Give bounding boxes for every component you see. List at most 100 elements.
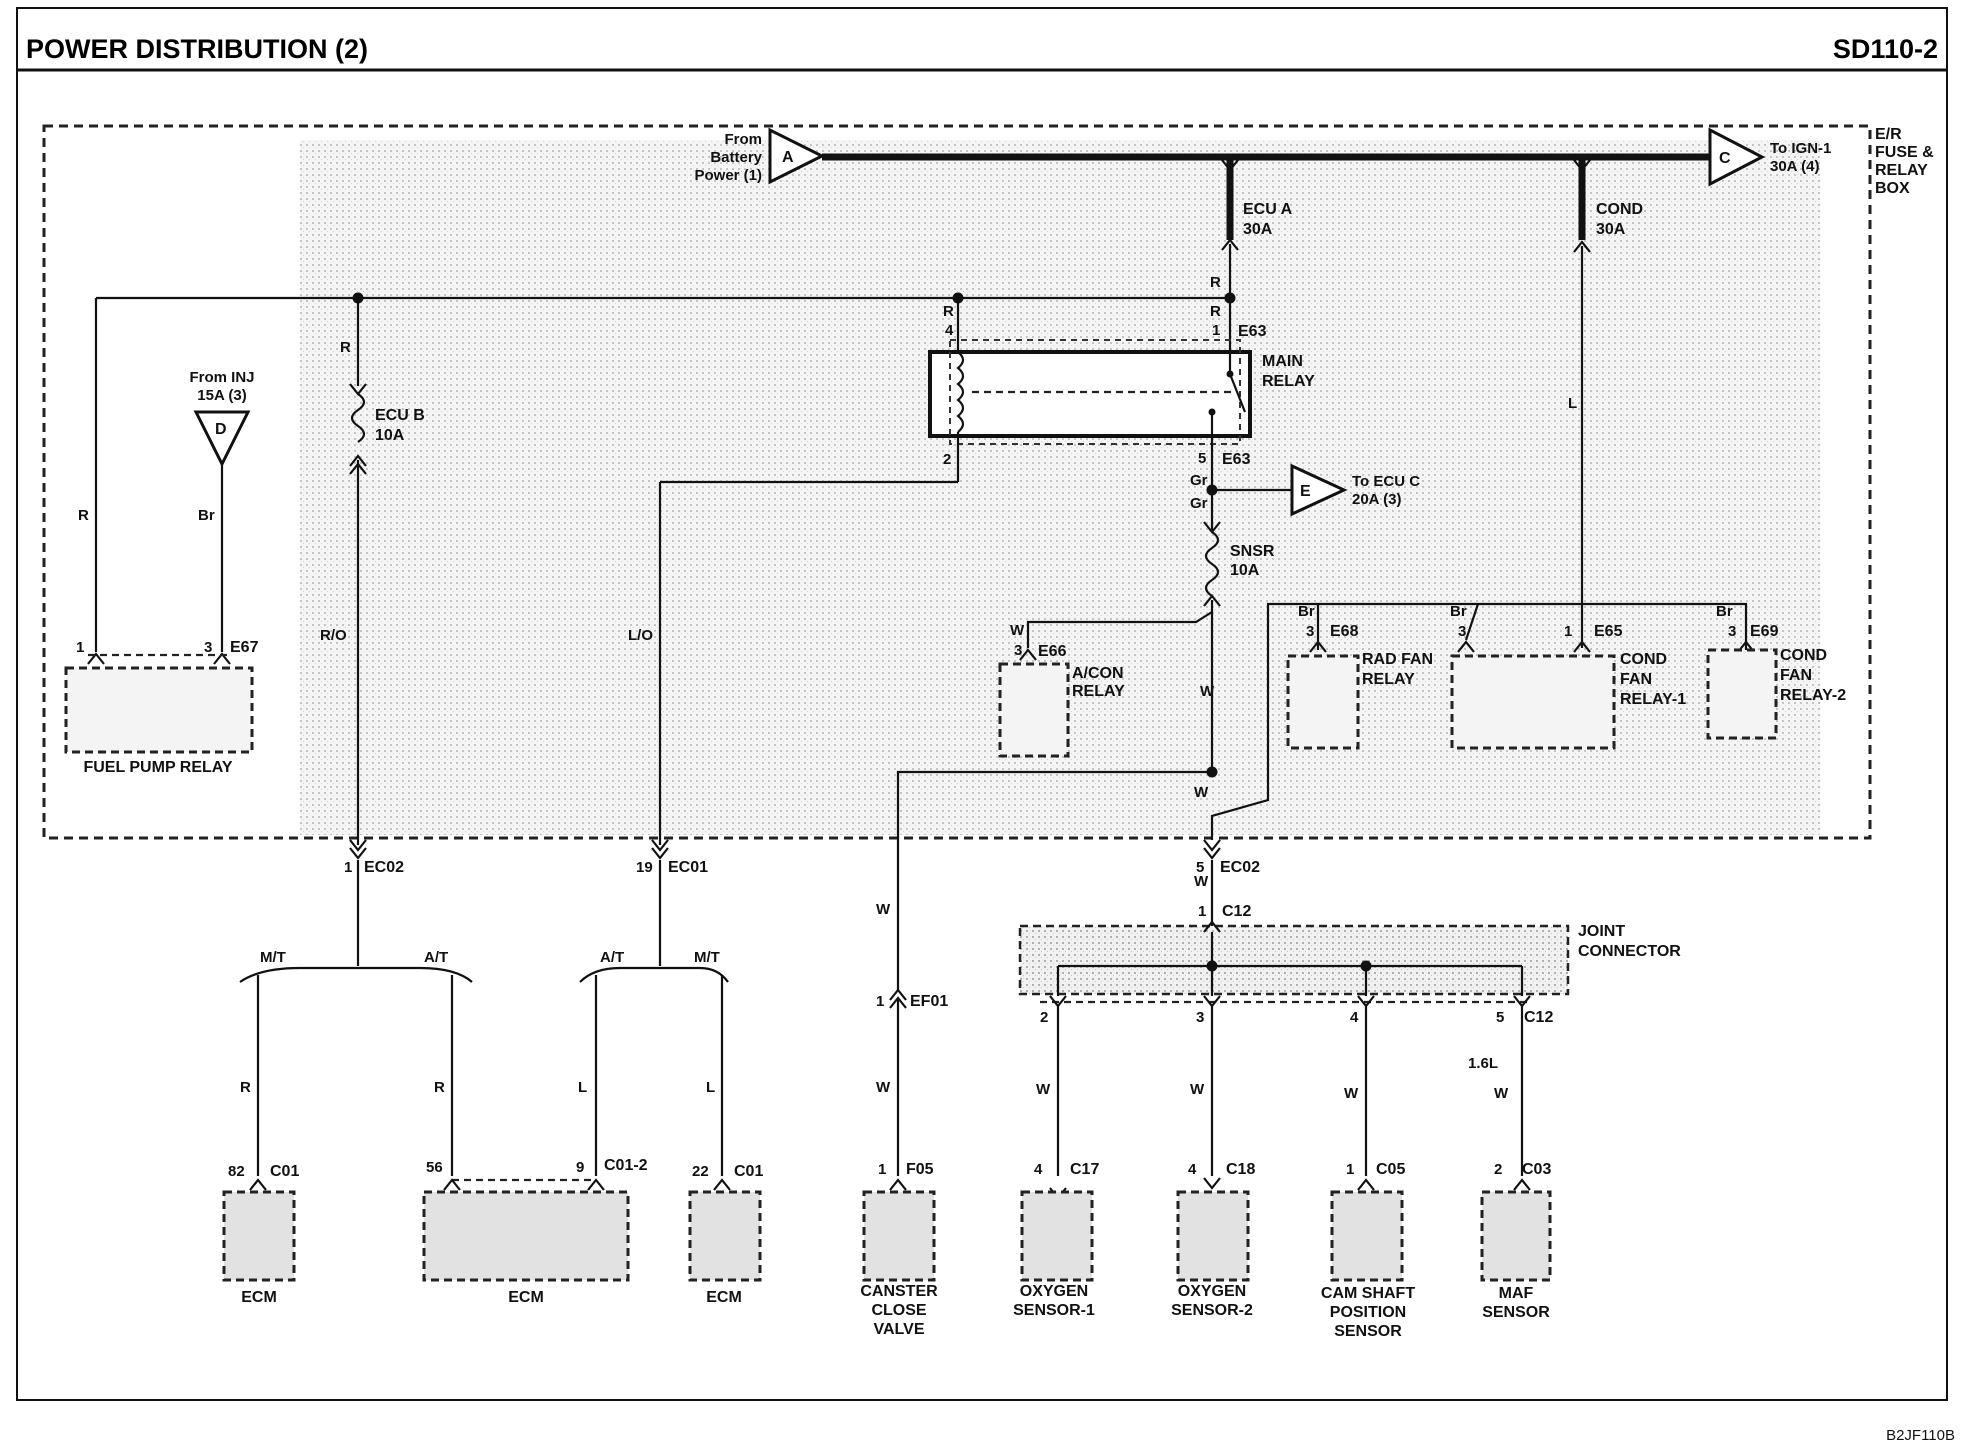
main-relay-pin: 1: [1212, 322, 1220, 339]
maf-sensor: 2 C03 MAF SENSOR: [1480, 1161, 1552, 1321]
load-label: POSITION: [1330, 1304, 1406, 1321]
joint-label: CONNECTOR: [1578, 943, 1681, 960]
wire-color-label: W: [1194, 873, 1209, 890]
battery-source-symbol: [768, 127, 826, 185]
cond-fan2-label: COND: [1780, 647, 1827, 664]
oxygen-sensor-1: 4 C17 OXYGEN SENSOR-1: [1013, 1161, 1099, 1319]
ecu-a-fuse: ECU A 30A R: [1210, 159, 1293, 298]
wire-color-label: W: [1190, 1081, 1205, 1098]
box-label-line: FUSE &: [1875, 144, 1934, 161]
ec02-pin: 1: [344, 859, 352, 876]
wire-color-label: W: [1200, 683, 1215, 700]
acon-relay-body: [998, 662, 1070, 758]
page-frame: POWER DISTRIBUTION (2) SD110-2 B2JF110B: [16, 7, 1955, 1444]
snsr-fuse-rating: 10A: [1230, 562, 1260, 579]
ign-source-letter: C: [1719, 150, 1731, 167]
cond-fan2-pin: 3: [1728, 623, 1736, 640]
battery-source-letter: A: [782, 149, 794, 166]
main-relay-pin: 4: [945, 322, 954, 339]
ecu-c-line: To ECU C: [1352, 473, 1420, 490]
wire-color-label: R: [1210, 303, 1221, 320]
figure-code: B2JF110B: [1886, 1427, 1955, 1444]
cond-fan1-label: RELAY-1: [1620, 691, 1686, 708]
acon-relay-connector: E66: [1038, 643, 1067, 660]
wire-color-label: R: [943, 303, 954, 320]
option-label: A/T: [424, 949, 448, 966]
ecu-c-line: 20A (3): [1352, 491, 1401, 508]
load-label: ECM: [706, 1289, 742, 1306]
main-relay-label: MAIN: [1262, 353, 1303, 370]
load-pin: 1: [1346, 1161, 1354, 1178]
acon-relay-label: A/CON: [1072, 665, 1124, 682]
joint-connector: W 5 EC02 1 C12 JOINT CONNECTOR 2 3 4 5 C…: [1018, 839, 1681, 1176]
load-label: ECM: [241, 1289, 277, 1306]
wire-color-label: L: [706, 1079, 715, 1096]
wire-color-label: Br: [1298, 603, 1315, 620]
wire-color-label: W: [876, 1079, 891, 1096]
cond-fan1-pin: 1: [1564, 623, 1572, 640]
canister-wire: W 1 EF01 W: [876, 770, 1212, 1176]
wire-color-label: L: [1568, 395, 1577, 412]
wire-color-label: W: [876, 901, 891, 918]
acon-relay-label: RELAY: [1072, 683, 1125, 700]
inj-source-line: From INJ: [189, 369, 254, 386]
ec01-pin: 19: [636, 859, 653, 876]
option-label: M/T: [694, 949, 720, 966]
cond-fan1-connector: E65: [1594, 623, 1623, 640]
ec02-branch: 1 EC02 M/T A/T R R: [239, 839, 473, 1176]
fuel-pump-connector: E67: [230, 639, 259, 656]
load-label: VALVE: [874, 1321, 925, 1338]
fuse-icon: [350, 393, 366, 443]
ecu-c-letter: E: [1300, 483, 1311, 500]
option-label: M/T: [260, 949, 286, 966]
wire-color-label: W: [1344, 1085, 1359, 1102]
wire-color-label: L: [578, 1079, 587, 1096]
c12-name: C12: [1222, 903, 1251, 920]
cond-fan2-connector: E69: [1750, 623, 1779, 640]
box-label-line: BOX: [1875, 180, 1910, 197]
wire-color-label: Br: [1450, 603, 1467, 620]
ecu-a-fuse-rating: 30A: [1243, 221, 1273, 238]
wire-color-label: R: [434, 1079, 445, 1096]
load-label: SENSOR: [1334, 1323, 1402, 1340]
cond-fan1-label: COND: [1620, 651, 1667, 668]
cond-fan-relay-1-body: [1450, 654, 1616, 750]
canister-valve: 1 F05 CANSTER CLOSE VALVE: [860, 1161, 938, 1338]
wire-color-label: R: [78, 507, 89, 524]
joint-pin: 2: [1040, 1009, 1048, 1026]
wire-color-label: R: [1210, 274, 1221, 291]
cam-shaft-sensor: 1 C05 CAM SHAFT POSITION SENSOR: [1321, 1161, 1415, 1340]
box-label-line: E/R: [1875, 126, 1902, 143]
rad-fan-label: RAD FAN: [1362, 651, 1433, 668]
wire-color-label: R: [340, 339, 351, 356]
fuel-pump-pin: 1: [76, 639, 84, 656]
relay-switch-icon: [1228, 373, 1247, 413]
cond-fuse-rating: 30A: [1596, 221, 1626, 238]
ec02-pin: 5: [1196, 859, 1204, 876]
page-title: POWER DISTRIBUTION (2): [26, 34, 368, 64]
c12-pin: 1: [1198, 903, 1206, 920]
load-label: CANSTER: [860, 1283, 938, 1300]
rad-fan-label: RELAY: [1362, 671, 1415, 688]
ecm-22: 22 C01 ECM: [688, 1163, 763, 1306]
inj-source-line: 15A (3): [197, 387, 246, 404]
battery-source-line: From: [725, 131, 763, 148]
fuel-pump-relay-body: [64, 666, 254, 754]
load-connector: C01: [734, 1163, 763, 1180]
main-relay: R R 4 1 E63 MAIN RELAY 2 5 E63: [928, 298, 1315, 490]
rad-fan-pin: 3: [1306, 623, 1314, 640]
acon-relay: W 3 E66 A/CON RELAY: [998, 622, 1125, 758]
ef01-pin: 1: [876, 993, 884, 1010]
inj-source-symbol: [193, 410, 251, 468]
cond-fuse: COND 30A L: [1568, 159, 1643, 600]
ec01-name: EC01: [668, 859, 708, 876]
ecu-c-symbol: [1290, 463, 1348, 517]
wire-color-label: L/O: [628, 627, 653, 644]
load-connector: C01-2: [604, 1157, 648, 1174]
acon-relay-pin: 3: [1014, 642, 1022, 659]
ign-source-line: To IGN-1: [1770, 140, 1831, 157]
cond-fan2-label: FAN: [1780, 667, 1812, 684]
ecu-a-fuse-name: ECU A: [1243, 201, 1293, 218]
wire-color-label: Br: [1716, 603, 1733, 620]
load-pin: 56: [426, 1159, 443, 1176]
